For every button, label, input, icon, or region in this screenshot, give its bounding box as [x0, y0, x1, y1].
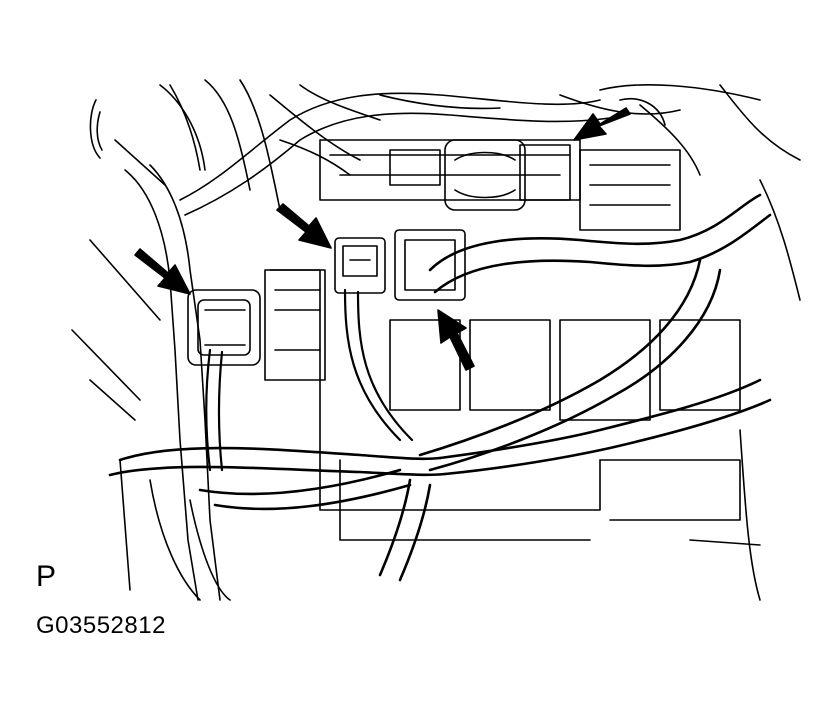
vehicle-frame-lines — [72, 80, 800, 600]
figure-code-label: G03552812 — [36, 612, 166, 639]
main-harness — [110, 195, 770, 580]
junction-block — [265, 140, 740, 540]
connector-upper-right — [445, 140, 525, 210]
connector-arrow-center — [277, 204, 331, 248]
connector-arrow-lower-center — [438, 310, 474, 370]
connector-center — [335, 238, 385, 293]
view-letter-label: P — [36, 560, 57, 593]
connector-left — [188, 290, 260, 365]
connector-arrow-upper-right — [574, 108, 630, 140]
connector-lower-center — [395, 230, 465, 300]
connector-wires — [206, 290, 412, 470]
connector-arrow-left — [135, 249, 190, 294]
